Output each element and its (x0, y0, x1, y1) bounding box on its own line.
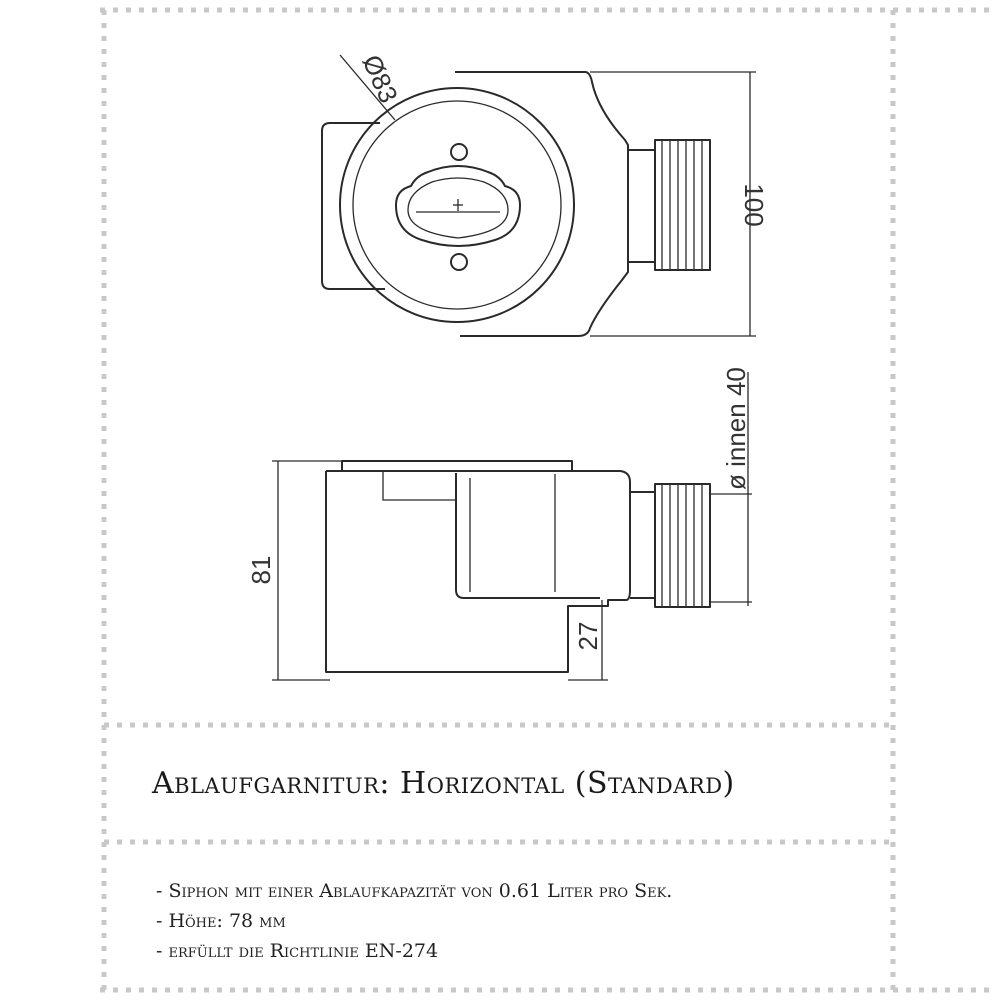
side-outlet-thread (654, 483, 711, 608)
side-height-label: 81 (246, 556, 276, 585)
page-title: Ablaufgarnitur: Horizontal (Standard) (152, 766, 735, 801)
outlet-inner-label: ø innen 40 (721, 367, 751, 490)
spec-item-capacity: - Siphon mit einer Ablaufkapazität von 0… (156, 880, 673, 902)
top-housing-outline (455, 71, 629, 337)
dotted-border (100, 7, 990, 993)
top-left-tab (321, 122, 385, 290)
spec-list: - Siphon mit einer Ablaufkapazität von 0… (156, 876, 672, 966)
top-view-drawing (321, 54, 756, 337)
top-screw-hole (450, 143, 468, 161)
top-height-label: 100 (739, 183, 769, 226)
top-drain-cap-outer (395, 165, 521, 247)
top-inner-circle (352, 100, 562, 310)
spec-item-height: - Höhe: 78 mm (156, 910, 286, 932)
spec-item-standard: - erfüllt die Richtlinie EN-274 (156, 940, 439, 962)
side-inner-chamber (455, 473, 600, 599)
diameter-label: Ø83 (357, 50, 404, 107)
side-inner-weir (382, 471, 456, 501)
top-drain-cap-inner (407, 177, 509, 239)
top-outer-circle (339, 87, 575, 323)
bottom-height-label: 27 (573, 622, 603, 651)
top-thread-ridges (661, 140, 703, 270)
diameter-leader (339, 54, 396, 121)
side-view-drawing (272, 372, 752, 681)
side-top-lid (341, 460, 573, 472)
top-screw-hole (450, 253, 468, 271)
side-thread-ridges (661, 484, 703, 607)
side-body-outline (325, 470, 631, 673)
top-outlet-thread (654, 139, 711, 271)
